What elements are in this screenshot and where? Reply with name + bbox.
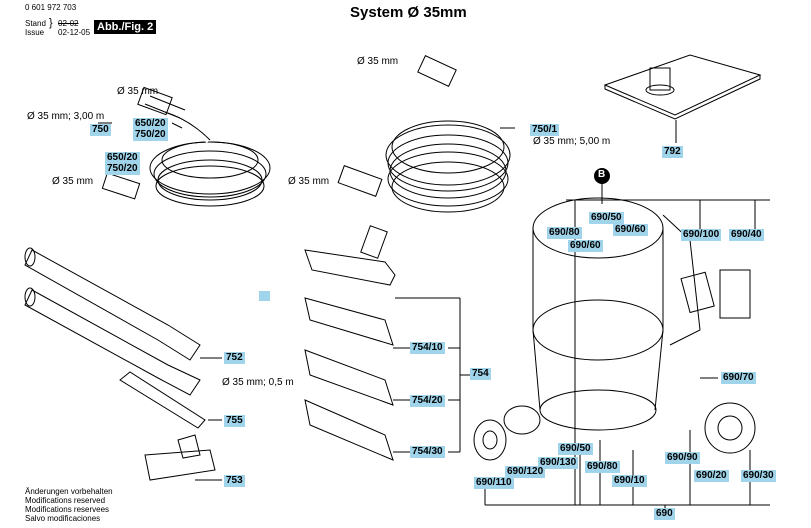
vacuum-body-illustration	[473, 197, 756, 461]
callout-b-marker	[594, 168, 610, 184]
footer-line-2: Modifications reserved	[25, 496, 106, 505]
footer-line-3: Modifications reservees	[25, 505, 110, 514]
stand-label: Stand	[25, 19, 46, 28]
upholstery-nozzle-illustration	[144, 434, 216, 481]
brace-icon: }	[49, 17, 53, 29]
dim-tube-spec: Ø 35 mm; 0,5 m	[222, 377, 294, 388]
part-label-792: 792	[662, 146, 683, 158]
figure-badge: Abb./Fig. 2	[94, 20, 157, 34]
dim-hose1-spec: Ø 35 mm; 3,00 m	[27, 111, 105, 122]
part-label-690-90: 690/90	[665, 452, 700, 464]
footer-line-4: Salvo modificaciones	[25, 514, 101, 523]
part-label-690-100: 690/100	[681, 229, 722, 241]
issue-label: Issue	[25, 28, 45, 37]
part-label-690-110: 690/110	[474, 477, 514, 489]
page-title: System Ø 35mm	[350, 4, 467, 21]
part-label-752: 752	[224, 352, 245, 364]
part-label-690-30: 690/30	[741, 470, 776, 482]
dim-hose2-start: Ø 35 mm	[288, 176, 330, 187]
dim-hose1-start: Ø 35 mm	[52, 176, 94, 187]
part-label-754-20: 754/20	[410, 395, 445, 407]
part-label-650-20b: 650/20	[105, 152, 140, 164]
part-label-753: 753	[224, 475, 245, 487]
suction-plate-illustration	[603, 54, 762, 120]
crevice-nozzle-illustration	[119, 371, 206, 429]
hose-3m-illustration	[101, 86, 271, 207]
part-label-690-60a: 690/60	[568, 240, 603, 252]
part-label-690: 690	[654, 508, 675, 520]
doc-number: 0 601 972 703	[25, 3, 77, 12]
part-label-690-50b: 690/50	[558, 443, 593, 455]
dim-hose1-end: Ø 35 mm	[117, 86, 159, 97]
part-label-754-30: 754/30	[410, 446, 445, 458]
part-label-690-60b: 690/60	[613, 224, 648, 236]
part-label-690-120: 690/120	[505, 466, 546, 478]
part-label-650-20a: 650/20	[133, 118, 168, 130]
part-label-754: 754	[470, 368, 491, 380]
part-label-690-130: 690/130	[538, 457, 579, 469]
floor-nozzle-illustration	[304, 225, 396, 461]
part-label-690-80a: 690/80	[547, 227, 582, 239]
extension-tubes-illustration	[24, 247, 201, 396]
part-label-690-80b: 690/80	[585, 461, 620, 473]
part-label-750-20b: 750/20	[105, 163, 140, 175]
part-label-750: 750	[90, 124, 111, 136]
part-label-750-1: 750/1	[530, 124, 560, 136]
highlight-swatch	[259, 291, 270, 301]
part-label-750-20a: 750/20	[133, 129, 168, 141]
dim-hose2-spec: Ø 35 mm; 5,00 m	[533, 136, 611, 147]
part-label-755: 755	[224, 415, 245, 427]
dim-hose2-end: Ø 35 mm	[357, 56, 399, 67]
callout-b-label: B	[598, 169, 606, 180]
part-label-690-10: 690/10	[612, 475, 647, 487]
leader-lines	[98, 120, 770, 513]
part-label-690-40: 690/40	[729, 229, 764, 241]
stand-value: 02-02	[58, 19, 79, 28]
part-label-690-20: 690/20	[694, 470, 729, 482]
footer-line-1: Änderungen vorbehalten	[25, 487, 113, 496]
part-label-690-50a: 690/50	[589, 212, 624, 224]
issue-value: 02-12-05	[58, 28, 91, 37]
part-label-754-10: 754/10	[410, 342, 445, 354]
hose-5m-illustration	[337, 54, 511, 213]
part-label-690-70: 690/70	[721, 372, 756, 384]
